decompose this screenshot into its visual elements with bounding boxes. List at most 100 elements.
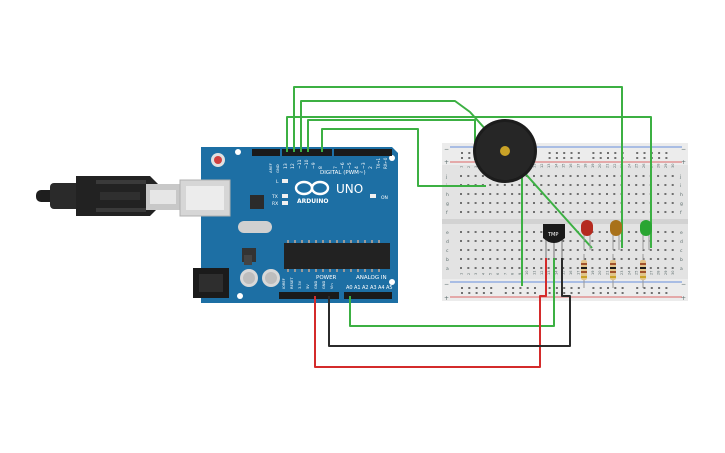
breadboard-hole[interactable] [635, 249, 638, 251]
breadboard-hole[interactable] [592, 292, 595, 294]
breadboard-hole[interactable] [548, 287, 551, 289]
breadboard-hole[interactable] [664, 211, 667, 213]
breadboard-hole[interactable] [620, 249, 623, 251]
breadboard-hole[interactable] [635, 258, 638, 260]
breadboard-hole[interactable] [671, 231, 674, 233]
breadboard-hole[interactable] [598, 267, 601, 269]
breadboard-hole[interactable] [664, 258, 667, 260]
breadboard-hole[interactable] [547, 249, 550, 251]
breadboard-hole[interactable] [671, 193, 674, 195]
breadboard-hole[interactable] [460, 267, 462, 269]
breadboard-hole[interactable] [511, 184, 514, 186]
breadboard-hole[interactable] [474, 240, 477, 242]
breadboard-hole[interactable] [533, 249, 535, 251]
breadboard-hole[interactable] [643, 287, 646, 289]
breadboard-hole[interactable] [606, 249, 608, 251]
breadboard-hole[interactable] [658, 287, 661, 289]
breadboard-hole[interactable] [562, 240, 565, 242]
breadboard-hole[interactable] [606, 240, 608, 242]
breadboard-hole[interactable] [540, 240, 543, 242]
breadboard-hole[interactable] [503, 184, 506, 186]
breadboard-hole[interactable] [489, 240, 492, 242]
breadboard-hole[interactable] [607, 292, 609, 294]
breadboard-hole[interactable] [496, 249, 499, 251]
breadboard-hole[interactable] [570, 152, 573, 154]
breadboard-hole[interactable] [461, 292, 463, 294]
breadboard-hole[interactable] [481, 193, 484, 195]
breadboard-hole[interactable] [576, 240, 579, 242]
breadboard-hole[interactable] [657, 231, 660, 233]
breadboard-hole[interactable] [503, 258, 506, 260]
breadboard-hole[interactable] [519, 292, 522, 294]
breadboard-hole[interactable] [460, 211, 462, 213]
breadboard-hole[interactable] [525, 193, 528, 195]
breadboard-hole[interactable] [460, 202, 462, 204]
breadboard-hole[interactable] [518, 211, 521, 213]
breadboard-hole[interactable] [496, 258, 499, 260]
breadboard-hole[interactable] [496, 184, 499, 186]
breadboard-hole[interactable] [540, 258, 543, 260]
breadboard-hole[interactable] [534, 287, 536, 289]
breadboard-hole[interactable] [547, 175, 550, 177]
breadboard-hole[interactable] [664, 175, 667, 177]
breadboard-hole[interactable] [584, 193, 587, 195]
breadboard-hole[interactable] [598, 211, 601, 213]
breadboard-hole[interactable] [518, 258, 521, 260]
breadboard-hole[interactable] [512, 287, 515, 289]
breadboard-hole[interactable] [554, 211, 557, 213]
breadboard-hole[interactable] [540, 175, 543, 177]
breadboard-hole[interactable] [664, 249, 667, 251]
breadboard-hole[interactable] [613, 249, 616, 251]
breadboard-hole[interactable] [591, 240, 594, 242]
breadboard-hole[interactable] [569, 231, 572, 233]
breadboard-hole[interactable] [461, 287, 463, 289]
breadboard-hole[interactable] [496, 267, 499, 269]
breadboard-hole[interactable] [503, 240, 506, 242]
breadboard-hole[interactable] [607, 152, 609, 154]
breadboard-hole[interactable] [489, 211, 492, 213]
breadboard-hole[interactable] [657, 258, 660, 260]
breadboard-hole[interactable] [474, 249, 477, 251]
breadboard-hole[interactable] [540, 193, 543, 195]
breadboard-hole[interactable] [525, 202, 528, 204]
breadboard-hole[interactable] [607, 287, 609, 289]
breadboard-hole[interactable] [474, 231, 477, 233]
breadboard-hole[interactable] [489, 258, 492, 260]
led-red[interactable] [581, 220, 593, 250]
breadboard-hole[interactable] [460, 175, 462, 177]
breadboard-hole[interactable] [533, 258, 535, 260]
breadboard-hole[interactable] [671, 211, 674, 213]
breadboard-hole[interactable] [569, 267, 572, 269]
breadboard-hole[interactable] [665, 292, 668, 294]
breadboard-hole[interactable] [482, 292, 485, 294]
red-wire-5v[interactable] [314, 258, 547, 368]
breadboard-hole[interactable] [540, 231, 543, 233]
breadboard-hole[interactable] [569, 240, 572, 242]
breadboard-hole[interactable] [555, 287, 558, 289]
breadboard-hole[interactable] [481, 240, 484, 242]
breadboard-hole[interactable] [606, 184, 608, 186]
breadboard-hole[interactable] [511, 211, 514, 213]
breadboard-hole[interactable] [540, 202, 543, 204]
breadboard-hole[interactable] [481, 202, 484, 204]
breadboard-hole[interactable] [635, 211, 638, 213]
green-wire-pin12-led-orange[interactable] [293, 86, 623, 248]
breadboard-hole[interactable] [474, 202, 477, 204]
breadboard-hole[interactable] [474, 175, 477, 177]
breadboard-hole[interactable] [525, 267, 528, 269]
breadboard-hole[interactable] [518, 231, 521, 233]
breadboard-hole[interactable] [554, 267, 557, 269]
breadboard-hole[interactable] [584, 175, 587, 177]
breadboard-hole[interactable] [548, 292, 551, 294]
led-green[interactable] [640, 220, 652, 250]
breadboard-hole[interactable] [598, 175, 601, 177]
breadboard-hole[interactable] [570, 287, 573, 289]
breadboard-hole[interactable] [547, 211, 550, 213]
breadboard-hole[interactable] [533, 240, 535, 242]
breadboard-hole[interactable] [584, 202, 587, 204]
breadboard-hole[interactable] [635, 202, 638, 204]
breadboard-hole[interactable] [519, 287, 522, 289]
breadboard-hole[interactable] [460, 231, 462, 233]
breadboard-hole[interactable] [540, 184, 543, 186]
breadboard-hole[interactable] [576, 202, 579, 204]
